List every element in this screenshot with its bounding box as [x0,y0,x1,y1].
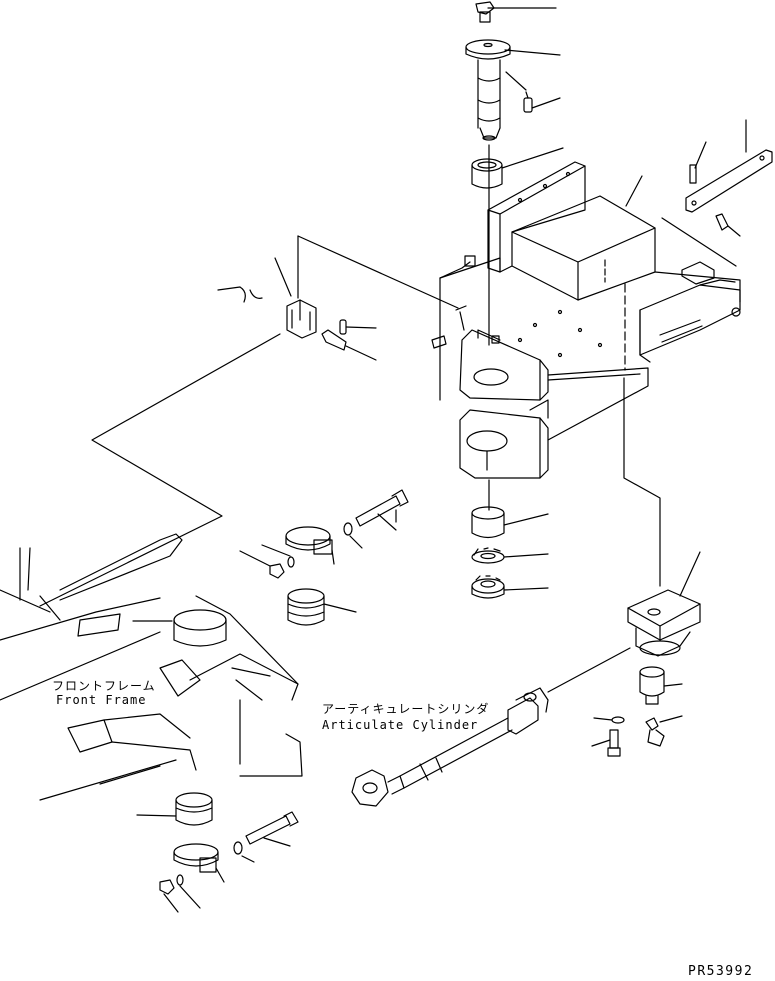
washer-upper [343,522,363,549]
bolt-left-1 [339,319,377,335]
long-bolt-upper [355,489,409,531]
center-pin [465,39,561,141]
cylinder-bracket [627,551,701,657]
stopper-block [274,257,317,339]
articulate-cylinder [351,647,631,807]
nut-upper [239,544,295,579]
bushing-lower [471,506,549,539]
grease-fitting-top [475,1,557,23]
bushing-upper [471,147,564,189]
drawing-code: PR53992 [688,964,754,979]
washer-lower [471,547,549,564]
small-bolt-right [689,141,707,184]
rubber-mount-lower [136,792,213,826]
front-frame [0,533,303,801]
nut-lower [159,874,201,913]
pin-mount [639,666,683,705]
articulate-cylinder-label-en: Articulate Cylinder [322,718,479,732]
washer-mount [593,716,625,724]
grease-fitting-mount [645,715,683,747]
clamp-band-upper [285,526,335,565]
reference-lines [39,144,737,607]
clip-left [217,286,263,303]
articulate-cylinder-label-jp: アーティキュレートシリンダ [322,702,490,716]
pin-right [715,213,741,237]
rear-frame [431,161,741,479]
clamp-band-lower [173,843,225,883]
bolt-mount [591,729,621,757]
front-frame-label-en: Front Frame [56,693,147,707]
pin-left-1 [321,329,377,361]
castle-nut [471,575,549,599]
washer-lower-left [233,841,255,863]
rubber-mount-upper [287,588,357,626]
stop-plate [685,119,773,213]
front-frame-label-jp: フロントフレーム [52,679,156,693]
long-bolt-lower [245,811,299,847]
lock-bolt-small [505,71,561,113]
